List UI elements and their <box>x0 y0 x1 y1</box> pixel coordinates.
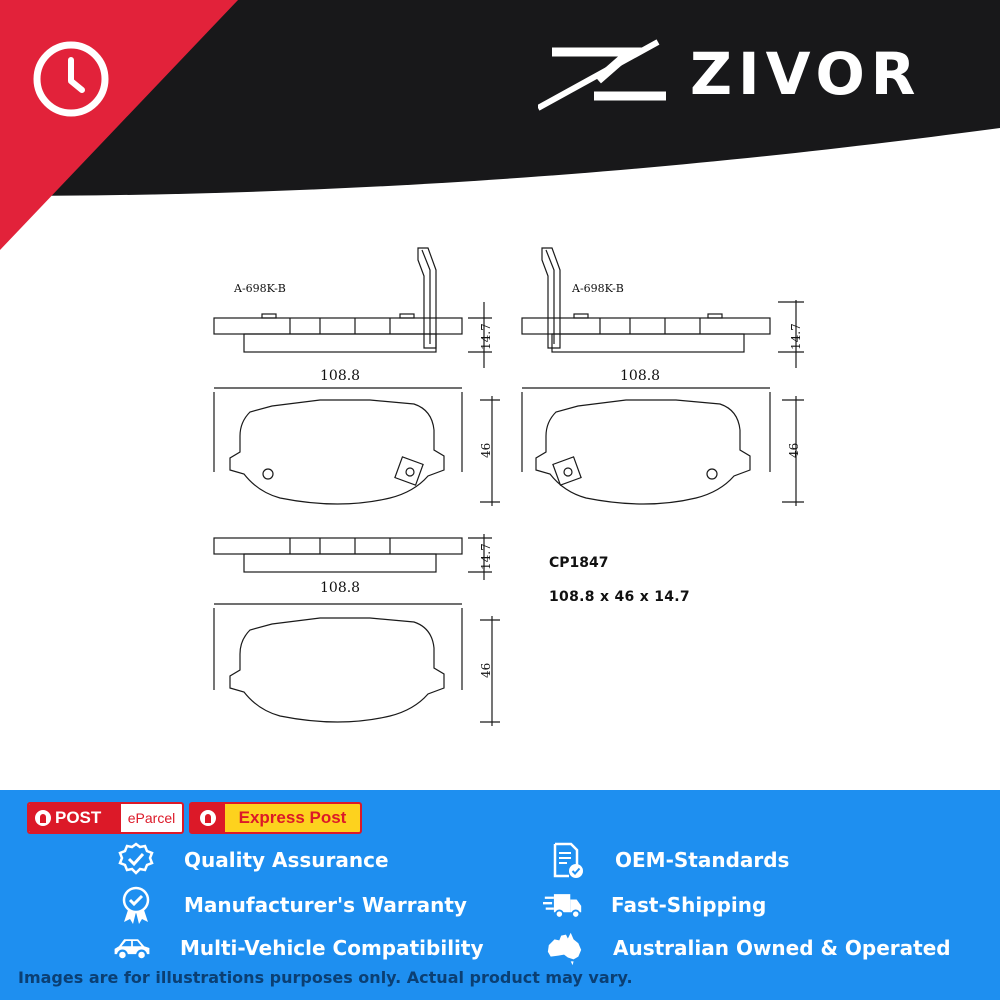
express-post-badge: Express Post <box>189 802 362 834</box>
face-view-2 <box>521 387 804 506</box>
height-label-1: 46 <box>479 443 493 458</box>
thickness-label-3: 14.7 <box>479 543 493 570</box>
side-profile-view-3 <box>213 534 492 580</box>
height-label-2: 46 <box>787 443 801 458</box>
clock-icon <box>33 41 109 117</box>
height-label-3: 46 <box>479 663 493 678</box>
car-icon <box>112 928 152 968</box>
side-profile-view-2 <box>521 247 804 368</box>
width-label-3: 108.8 <box>320 580 360 596</box>
thickness-label-2: 14.7 <box>789 323 803 350</box>
document-check-icon <box>547 840 587 880</box>
badge-check-icon <box>116 840 156 880</box>
clip-label-2: A-698K-B <box>571 282 624 295</box>
auspost-icon <box>200 810 216 826</box>
feature-multi-vehicle-compatibility: Multi-Vehicle Compatibility <box>112 928 484 968</box>
delivery-truck-icon <box>543 885 583 925</box>
feature-manufacturers-warranty: Manufacturer's Warranty <box>116 885 467 925</box>
thickness-label-1: 14.7 <box>479 323 493 350</box>
auspost-logo-text: POST <box>55 808 102 827</box>
feature-label: Multi-Vehicle Compatibility <box>180 936 484 960</box>
auspost-icon <box>35 810 51 826</box>
australia-map-icon <box>545 928 585 968</box>
part-code: CP1847 <box>549 555 609 571</box>
award-ribbon-icon <box>116 885 156 925</box>
feature-label: Quality Assurance <box>184 848 389 872</box>
width-label-2: 108.8 <box>620 368 660 384</box>
brand-logo-mark <box>538 39 666 111</box>
feature-fast-shipping: Fast-Shipping <box>543 885 766 925</box>
header-banner <box>0 0 1000 250</box>
clip-label-1: A-698K-B <box>233 282 286 295</box>
eparcel-badge: POST eParcel <box>27 802 184 834</box>
width-label-1: 108.8 <box>320 368 360 384</box>
brake-pad-drawing: A-698K-B 14.7 108.8 46 A-698K-B 14.7 108… <box>200 240 820 740</box>
brand-name: ZIVOR <box>690 40 922 108</box>
feature-label: OEM-Standards <box>615 848 790 872</box>
express-post-label: Express Post <box>225 804 360 832</box>
feature-quality-assurance: Quality Assurance <box>116 840 389 880</box>
feature-label: Australian Owned & Operated <box>613 936 951 960</box>
part-dimensions: 108.8 x 46 x 14.7 <box>549 589 690 605</box>
feature-australian-owned: Australian Owned & Operated <box>545 928 951 968</box>
side-profile-view-1 <box>213 247 492 368</box>
eparcel-label: eParcel <box>127 810 176 826</box>
feature-label: Fast-Shipping <box>611 893 767 917</box>
disclaimer-text: Images are for illustrations purposes on… <box>18 968 633 987</box>
feature-oem-standards: OEM-Standards <box>547 840 789 880</box>
face-view-3 <box>213 603 500 726</box>
auspost-logo: POST <box>29 804 121 832</box>
feature-label: Manufacturer's Warranty <box>184 893 467 917</box>
face-view-1 <box>213 387 500 506</box>
